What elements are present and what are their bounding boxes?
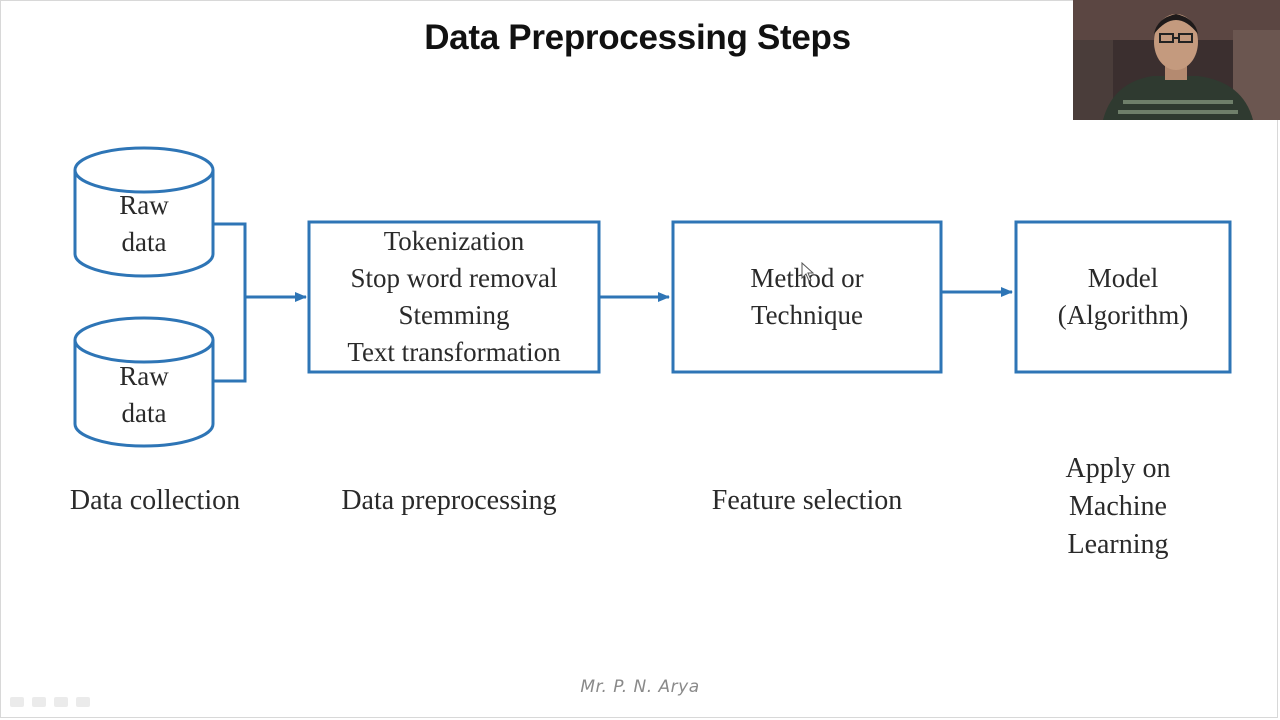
mouse-pointer-icon [801, 262, 815, 282]
merge-connector [213, 222, 247, 383]
pen-tool-icon[interactable] [32, 697, 46, 707]
step-stop-word-removal: Stop word removal [350, 263, 558, 293]
presenter-figure [1073, 0, 1280, 120]
stage-label-apply-ml: Apply on Machine Learning [1065, 453, 1171, 560]
more-options-icon[interactable] [76, 697, 90, 707]
step-tokenization: Tokenization [383, 226, 525, 256]
raw-data-cylinder-2 [73, 316, 215, 448]
slide-footer-author: Mr. P. N. Arya [580, 677, 700, 697]
raw-data-label-1: Raw data [119, 190, 169, 257]
raw-data-label-2: Raw data [119, 361, 169, 428]
presenter-webcam-icon [1073, 0, 1280, 120]
prev-slide-icon[interactable] [10, 697, 24, 707]
step-stemming: Stemming [398, 300, 510, 330]
preprocessing-box [307, 220, 601, 374]
stage-label-data-collection: Data collection [69, 485, 241, 516]
slides-grid-icon[interactable] [54, 697, 68, 707]
feature-selection-box [671, 220, 943, 374]
slide-title: Data Preprocessing Steps [424, 18, 851, 57]
feature-selection-text: Method or Technique [750, 263, 864, 330]
stage-label-data-preprocessing: Data preprocessing [341, 485, 557, 516]
stage-label-feature-selection: Feature selection [711, 485, 903, 516]
model-text: Model (Algorithm) [1057, 263, 1189, 330]
step-text-transformation: Text transformation [347, 337, 561, 367]
raw-data-cylinder-1 [73, 146, 215, 278]
preprocessing-steps-text: Tokenization Stop word removal Stemming … [309, 222, 599, 372]
slide-nav-toolbar[interactable] [10, 697, 90, 707]
model-box [1014, 220, 1232, 374]
